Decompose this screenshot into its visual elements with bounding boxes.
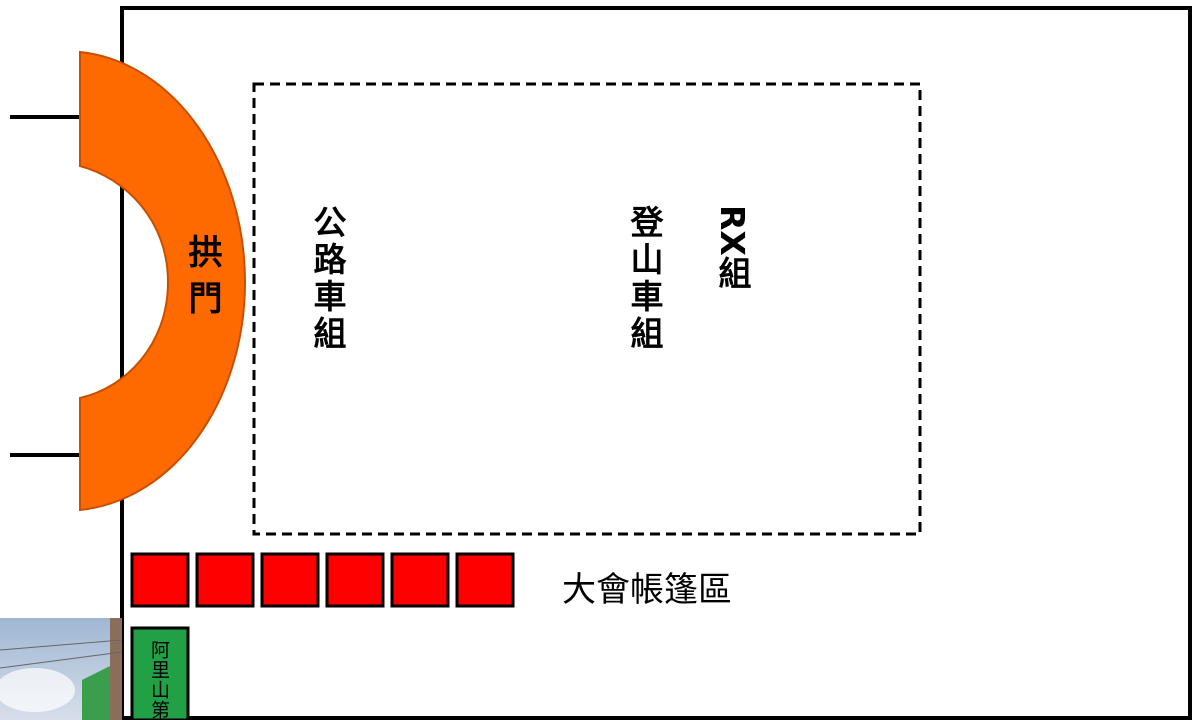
start-zone: [252, 82, 922, 536]
arch-shape: [79, 50, 247, 512]
mtb-group-label: 登山車組: [625, 205, 664, 353]
tent-row: [130, 552, 515, 608]
tent-2: [195, 552, 255, 608]
road-bike-group-label: 公路車組: [308, 205, 347, 353]
tent-5: [390, 552, 450, 608]
rx-group-label: RX組: [713, 205, 752, 289]
venue-boundary: [120, 6, 1192, 720]
tent-6: [455, 552, 515, 608]
arch-label: 拱門: [182, 234, 222, 326]
corner-sign-label: 阿里山第: [148, 640, 170, 720]
corner-sign: [130, 626, 190, 720]
tent-1: [130, 552, 190, 608]
tent-area-label: 大會帳篷區: [562, 570, 732, 610]
tent-3: [260, 552, 320, 608]
tent-4: [325, 552, 385, 608]
photo-thumbnail: [0, 618, 123, 720]
